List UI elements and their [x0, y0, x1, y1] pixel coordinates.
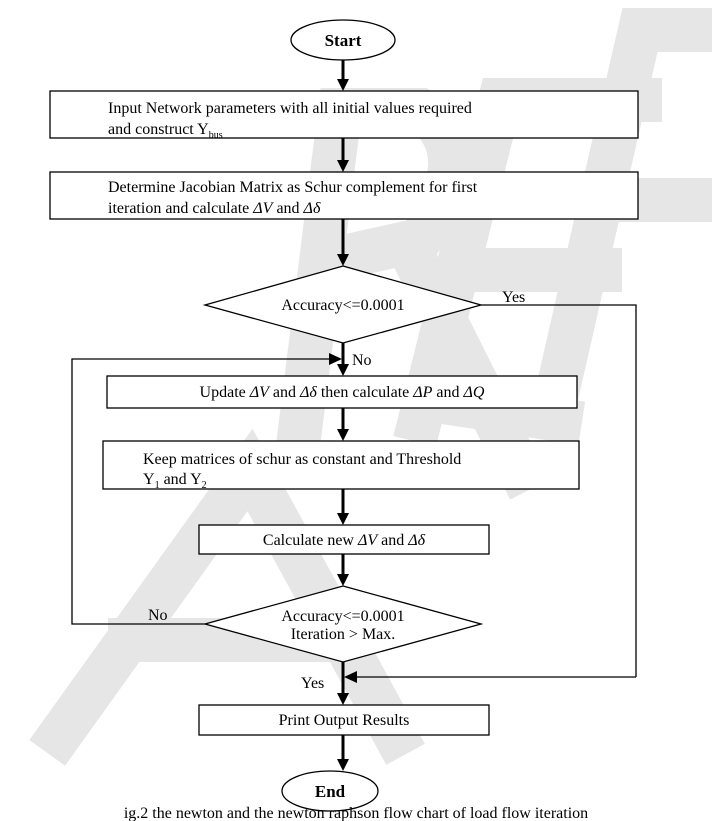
- end-terminal: [281, 770, 379, 812]
- jacobian-box: [49, 171, 639, 220]
- arrowhead: [337, 759, 349, 771]
- arrowhead: [337, 160, 349, 172]
- arrowhead: [329, 353, 342, 365]
- arrowhead: [337, 254, 349, 266]
- arrowhead: [337, 364, 349, 376]
- arrowhead: [337, 429, 349, 441]
- end-label: End: [315, 782, 346, 801]
- yes-branch-line: [481, 304, 637, 677]
- arrowhead: [337, 513, 349, 525]
- update-box: [106, 375, 578, 409]
- decision2-label-line1: Accuracy<=0.0001: [281, 608, 404, 625]
- keep-text-line2: Y1 and Y2: [143, 471, 207, 491]
- calculate-text: Calculate new ΔV and Δδ: [263, 532, 426, 549]
- input-parameters-box: [49, 90, 639, 139]
- input-text-line2: and construct Ybus: [108, 121, 223, 141]
- calculate-box: [198, 524, 490, 555]
- update-text: Update ΔV and Δδ then calculate ΔP and Δ…: [200, 384, 485, 401]
- print-text: Print Output Results: [279, 712, 410, 729]
- input-text-line1: Input Network parameters with all initia…: [108, 100, 472, 117]
- print-results-box: [198, 704, 490, 736]
- start-label: Start: [325, 31, 362, 50]
- keep-text-line1: Keep matrices of schur as constant and T…: [143, 451, 461, 468]
- jacobian-text-line2: iteration and calculate ΔV and Δδ: [108, 200, 321, 217]
- arrowhead: [337, 79, 349, 91]
- jacobian-text-line1: Determine Jacobian Matrix as Schur compl…: [108, 179, 478, 196]
- accuracy-decision-label: Accuracy<=0.0001: [281, 297, 404, 314]
- no-label-2: No: [148, 607, 168, 624]
- arrowhead: [337, 693, 349, 705]
- figure-caption: ig.2 the newton and the newton raphson f…: [123, 805, 589, 821]
- no-loop-line: [71, 358, 330, 625]
- decision2-label-line2: Iteration > Max.: [291, 626, 396, 643]
- arrowhead: [344, 671, 357, 683]
- keep-matrices-box: [102, 440, 580, 490]
- yes-label-1: Yes: [502, 289, 525, 306]
- yes-label-2: Yes: [301, 675, 324, 692]
- arrowhead: [337, 574, 349, 586]
- no-label-1: No: [352, 352, 372, 369]
